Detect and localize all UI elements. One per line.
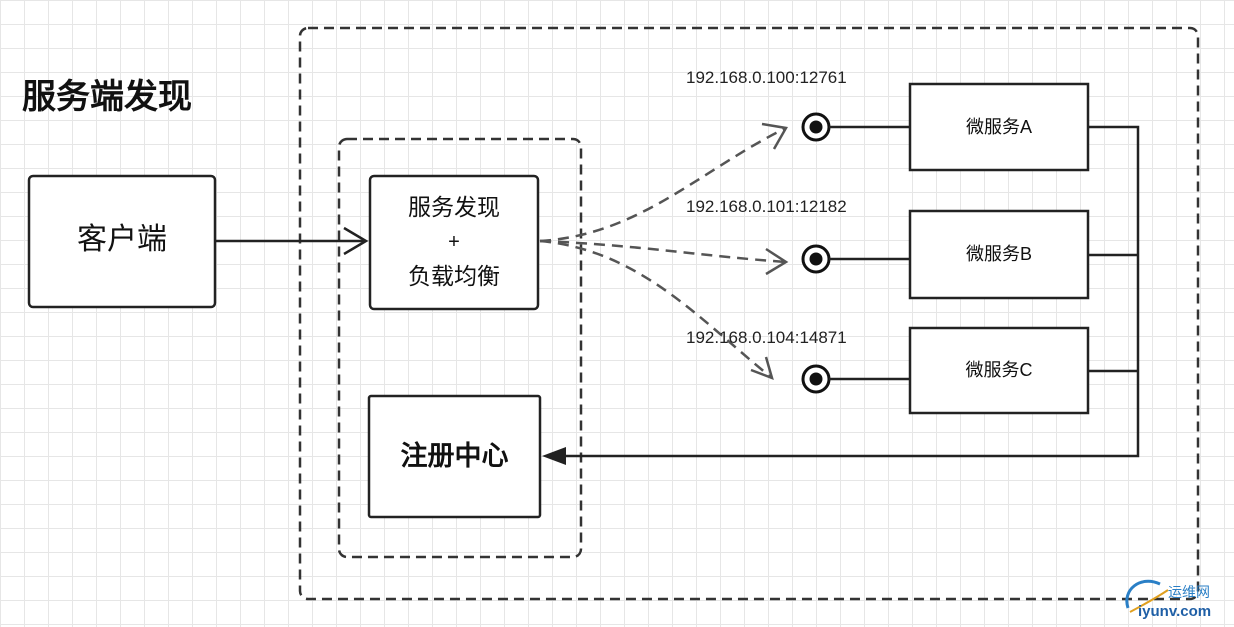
service-b-box xyxy=(908,209,1090,300)
discovery-label-line1: 服务发现 xyxy=(408,194,500,220)
endpoint-c-marker xyxy=(801,364,831,394)
discovery-lb-box xyxy=(368,174,540,311)
discovery-label-plus: + xyxy=(448,231,460,253)
route-arrow-b xyxy=(539,239,787,264)
route-arrow-c xyxy=(539,239,773,379)
server-frame xyxy=(298,26,1200,601)
service-a-box xyxy=(908,82,1090,172)
registry-label: 注册中心 xyxy=(400,441,509,471)
service-c-address: 192.168.0.104:14871 xyxy=(686,328,847,347)
client-label: 客户端 xyxy=(77,223,167,256)
route-arrow-b-head xyxy=(765,247,789,276)
discovery-label-line3: 负载均衡 xyxy=(408,263,500,289)
registry-box xyxy=(367,394,542,519)
service-a-address: 192.168.0.100:12761 xyxy=(686,68,847,87)
route-arrow-a xyxy=(539,126,787,243)
client-arrow-head xyxy=(343,226,369,256)
endpoint-a-marker xyxy=(801,112,831,142)
watermark-globe-icon xyxy=(1125,579,1169,613)
service-a-label: 微服务A xyxy=(965,117,1032,137)
endpoint-b-marker xyxy=(801,244,831,274)
registration-bus xyxy=(560,125,1140,458)
service-b-label: 微服务B xyxy=(965,244,1032,264)
discovery-frame xyxy=(337,137,583,559)
service-c-label: 微服务C xyxy=(965,360,1033,380)
service-b-address: 192.168.0.101:12182 xyxy=(686,197,847,216)
route-arrow-a-head xyxy=(761,122,788,150)
route-arrow-c-head xyxy=(750,356,774,381)
watermark-en-text: iyunv.com xyxy=(1138,603,1212,620)
watermark-cn-text: 运维网 xyxy=(1168,584,1210,600)
registry-arrow-head xyxy=(542,447,566,465)
page-title: 服务端发现 xyxy=(22,78,192,116)
